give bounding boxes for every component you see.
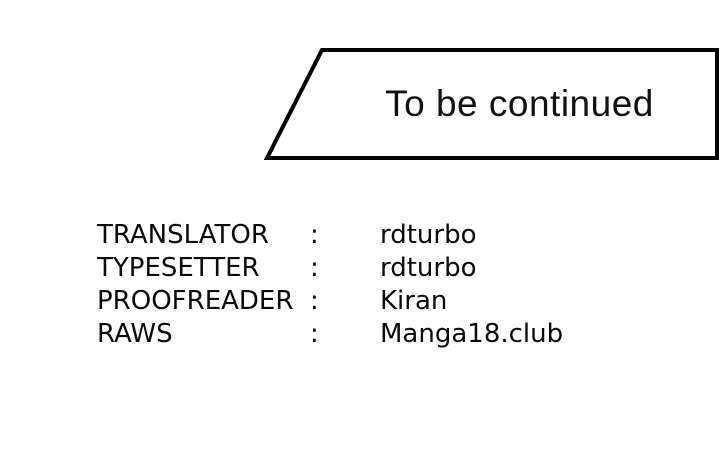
credit-value: Kiran bbox=[380, 286, 448, 316]
credit-separator: : bbox=[310, 220, 319, 250]
credits-list: TRANSLATOR : rdturbo TYPESETTER : rdturb… bbox=[97, 219, 563, 351]
credit-role: TRANSLATOR bbox=[97, 220, 269, 250]
banner-parallelogram-shape bbox=[263, 48, 719, 160]
credit-value: Manga18.club bbox=[380, 319, 564, 349]
credit-role: PROOFREADER bbox=[97, 286, 294, 316]
credit-separator: : bbox=[310, 286, 319, 316]
credit-separator: : bbox=[310, 253, 319, 283]
credit-role: TYPESETTER bbox=[97, 253, 260, 283]
credit-role: RAWS bbox=[97, 319, 173, 349]
credit-value: rdturbo bbox=[380, 220, 477, 250]
credit-value: rdturbo bbox=[380, 253, 477, 283]
credit-separator: : bbox=[310, 319, 319, 349]
to-be-continued-label: To be continued bbox=[385, 83, 654, 124]
